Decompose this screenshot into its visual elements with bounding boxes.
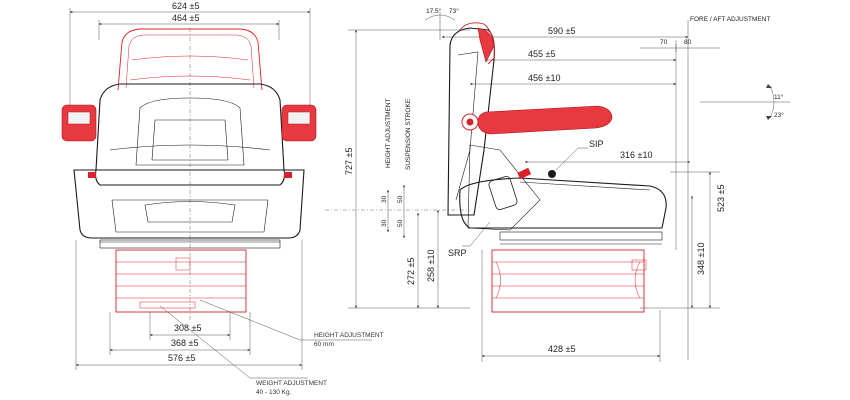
backrest-side	[447, 27, 495, 216]
armrest-side	[477, 105, 613, 135]
stroke-50-top: 50	[397, 195, 404, 203]
suspension-base-side	[491, 249, 645, 313]
dim-272: 272 ±5	[406, 258, 416, 285]
height-adjustment-title: HEIGHT ADJUSTMENT	[314, 332, 384, 339]
seat-cushion-side	[459, 177, 667, 229]
weight-adjust-leader	[159, 305, 308, 379]
height-adjust-leader	[199, 299, 372, 341]
dim-523: 523 ±5	[716, 185, 726, 212]
backrest-outline	[117, 28, 263, 91]
side-view: 17.5° 73° 590 ±5 455 ±5 456 ±10 FORE / A…	[325, 7, 790, 362]
armrest-angle-down: 23°	[774, 111, 784, 119]
sip-label: SIP	[589, 139, 604, 149]
suspension-stroke-label: SUSPENSION STROKE	[405, 98, 412, 170]
dim-368: 368 ±5	[171, 338, 198, 348]
stroke-50-bottom: 50	[397, 219, 404, 227]
weight-adjustment-title: WEIGHT ADJUSTMENT	[256, 380, 327, 387]
suspension-base-front	[115, 249, 247, 313]
armrest-angle-up: 11°	[774, 93, 784, 101]
dim-455: 455 ±5	[528, 49, 555, 59]
weight-adjustment-value: 40 - 130 Kg.	[256, 389, 292, 396]
dim-727: 727 ±5	[344, 148, 354, 175]
height-adjustment-value: 60 mm	[314, 341, 334, 348]
height-30-bottom: 30	[381, 219, 388, 227]
fore-aft-70: 70	[660, 39, 668, 46]
dim-464: 464 ±5	[172, 13, 199, 23]
height-adjustment-label: HEIGHT ADJUSTMENT	[385, 98, 392, 168]
dim-348: 348 ±10	[696, 243, 706, 275]
dim-258: 258 ±10	[426, 250, 436, 282]
dim-316: 316 ±10	[620, 150, 652, 160]
headrest-side	[459, 22, 495, 65]
angle-73: 73°	[449, 7, 459, 15]
srp-label: SRP	[448, 248, 467, 258]
front-view: 624 ±5 464 ±5	[61, 1, 384, 396]
angle-17-5: 17.5°	[426, 7, 442, 15]
height-30-top: 30	[381, 195, 388, 203]
fore-aft-title: FORE / AFT ADJUSTMENT	[690, 16, 770, 23]
fore-aft-80: 80	[684, 39, 692, 46]
dim-456: 456 ±10	[528, 73, 560, 83]
dim-428: 428 ±5	[548, 344, 575, 354]
dim-624: 624 ±5	[172, 1, 199, 11]
dim-590: 590 ±5	[548, 26, 575, 36]
dim-576: 576 ±5	[168, 353, 195, 363]
seat-cushion-front	[73, 169, 305, 239]
